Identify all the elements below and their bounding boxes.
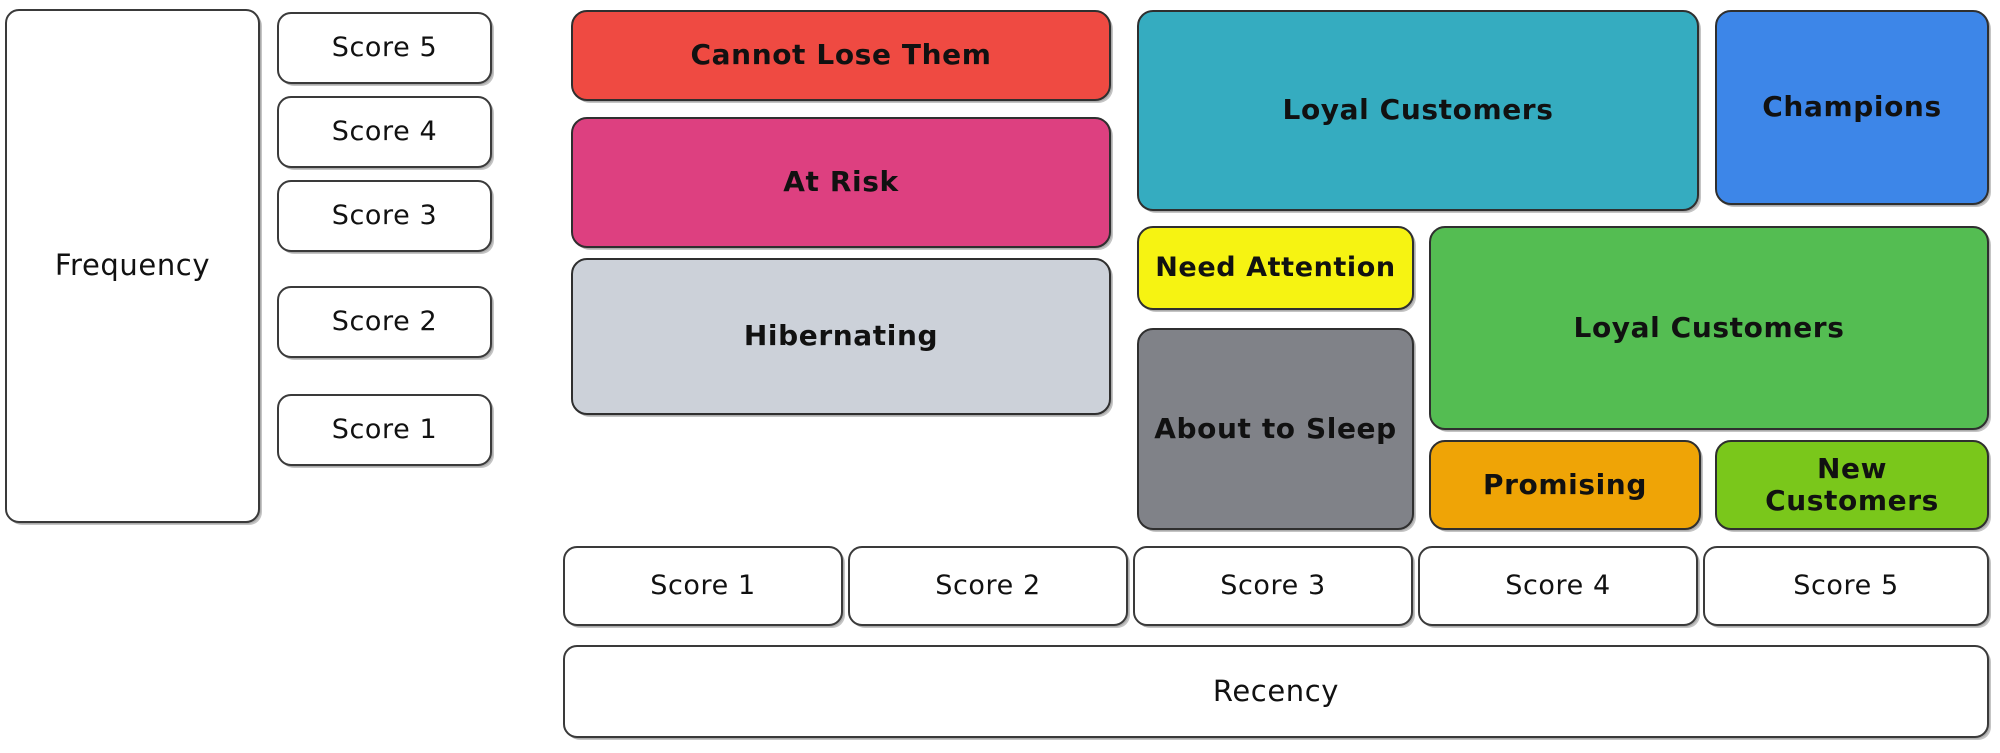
frequency-score-5: Score 5	[277, 12, 492, 84]
segment-loyal-customers-teal[interactable]: Loyal Customers	[1137, 10, 1699, 211]
frequency-axis-label: Frequency	[5, 9, 260, 523]
segment-at-risk[interactable]: At Risk	[571, 117, 1111, 248]
recency-score-5: Score 5	[1703, 546, 1989, 626]
frequency-score-2: Score 2	[277, 286, 492, 358]
segment-new-customers[interactable]: New Customers	[1715, 440, 1989, 530]
recency-score-1: Score 1	[563, 546, 843, 626]
frequency-score-3: Score 3	[277, 180, 492, 252]
recency-score-2: Score 2	[848, 546, 1128, 626]
segment-about-to-sleep[interactable]: About to Sleep	[1137, 328, 1414, 530]
segment-need-attention[interactable]: Need Attention	[1137, 226, 1414, 310]
frequency-score-4: Score 4	[277, 96, 492, 168]
segment-promising[interactable]: Promising	[1429, 440, 1701, 530]
recency-axis-label: Recency	[563, 645, 1989, 738]
segment-champions[interactable]: Champions	[1715, 10, 1989, 205]
segment-cannot-lose-them[interactable]: Cannot Lose Them	[571, 10, 1111, 101]
frequency-score-1: Score 1	[277, 394, 492, 466]
segment-hibernating[interactable]: Hibernating	[571, 258, 1111, 415]
recency-score-3: Score 3	[1133, 546, 1413, 626]
segment-loyal-customers-green[interactable]: Loyal Customers	[1429, 226, 1989, 430]
recency-score-4: Score 4	[1418, 546, 1698, 626]
